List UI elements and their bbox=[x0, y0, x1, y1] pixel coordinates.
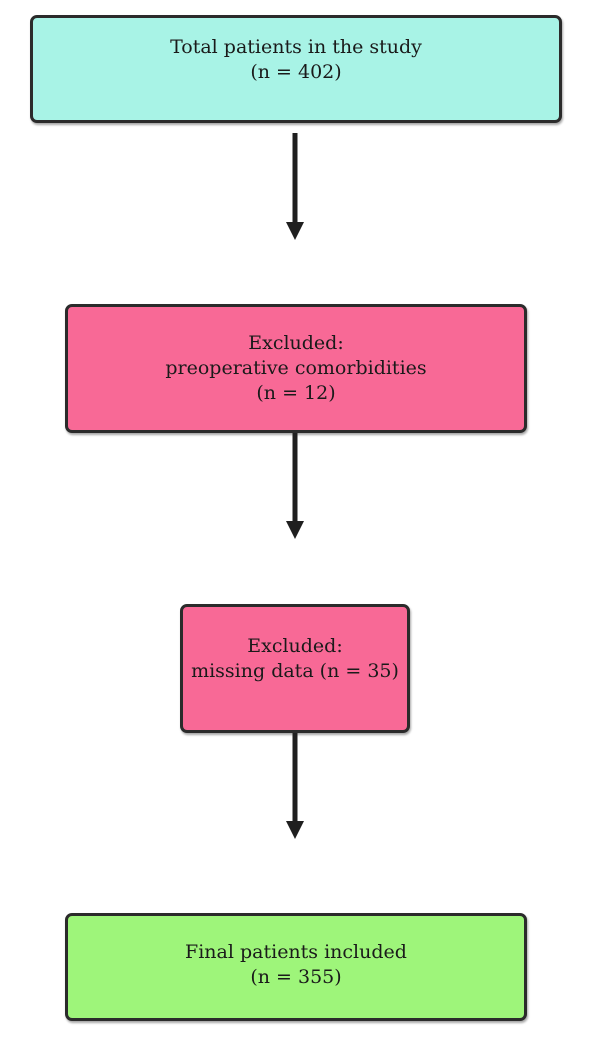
excluded-comorbidities-heading: Excluded: bbox=[248, 332, 344, 354]
total-patients-box: Total patients in the study (n = 402) bbox=[30, 15, 562, 123]
excluded-comorbidities-box: Excluded: preoperative comorbidities (n … bbox=[65, 304, 527, 433]
flow-arrow-2 bbox=[286, 433, 304, 539]
excluded-missing-data-box: Excluded: missing data (n = 35) bbox=[180, 604, 410, 733]
flow-arrow-1 bbox=[286, 133, 304, 240]
total-patients-count: (n = 402) bbox=[250, 61, 342, 83]
final-patients-box: Final patients included (n = 355) bbox=[65, 913, 527, 1021]
excluded-missing-reason: missing data (n = 35) bbox=[191, 659, 399, 682]
total-patients-label: Total patients in the study bbox=[170, 36, 422, 58]
final-patients-label: Final patients included bbox=[185, 941, 407, 963]
excluded-comorbidities-reason: preoperative comorbidities bbox=[165, 357, 427, 379]
excluded-missing-heading: Excluded: bbox=[247, 634, 343, 657]
final-patients-count: (n = 355) bbox=[250, 966, 342, 988]
excluded-comorbidities-count: (n = 12) bbox=[256, 382, 336, 404]
flow-arrow-3 bbox=[286, 733, 304, 839]
